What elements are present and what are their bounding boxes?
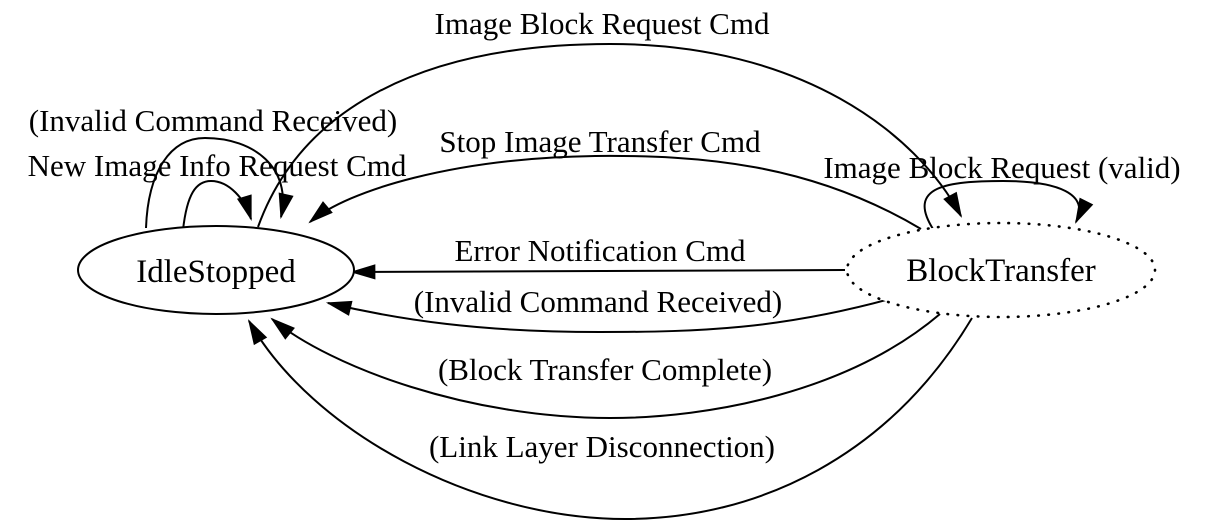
edge-error-notification-cmd: Error Notification Cmd <box>349 233 846 280</box>
edge-error-notification-cmd-path <box>349 264 846 280</box>
edge-label-image-block-request-cmd: Image Block Request Cmd <box>435 6 770 41</box>
state-blocktransfer-label: BlockTransfer <box>906 253 1095 289</box>
edge-label-invalid-command-received-self: (Invalid Command Received) <box>29 103 397 138</box>
state-idlestopped: IdleStopped <box>77 225 355 315</box>
edge-stop-image-transfer-cmd: Stop Image Transfer Cmd <box>308 124 922 230</box>
edge-image-block-request-cmd-path <box>257 42 963 228</box>
edge-stop-image-transfer-cmd-path <box>308 154 922 230</box>
edge-label-invalid-command-received-2: (Invalid Command Received) <box>414 284 782 319</box>
edge-block-transfer-complete-path <box>270 313 941 420</box>
edge-new-image-info-request-cmd: New Image Info Request Cmd <box>28 148 407 231</box>
state-blocktransfer-ellipse <box>845 221 1157 319</box>
edge-label-image-block-request-valid: Image Block Request (valid) <box>823 150 1180 185</box>
edge-image-block-request-cmd: Image Block Request Cmd <box>257 6 963 228</box>
edge-image-block-request-valid-path <box>923 179 1094 230</box>
state-idlestopped-ellipse <box>77 225 355 315</box>
edge-block-transfer-complete: (Block Transfer Complete) <box>270 313 941 420</box>
edge-new-image-info-request-cmd-path <box>182 179 252 231</box>
edge-label-link-layer-disconnection: (Link Layer Disconnection) <box>429 429 775 464</box>
edge-invalid-command-received-self-path <box>145 136 294 229</box>
edge-image-block-request-valid: Image Block Request (valid) <box>823 150 1181 230</box>
edge-label-block-transfer-complete: (Block Transfer Complete) <box>438 352 772 387</box>
edge-label-stop-image-transfer-cmd: Stop Image Transfer Cmd <box>439 124 761 159</box>
state-idlestopped-label: IdleStopped <box>136 254 296 290</box>
edge-link-layer-disconnection-path <box>247 317 973 521</box>
state-blocktransfer: BlockTransfer <box>845 221 1157 319</box>
edge-invalid-command-received-2: (Invalid Command Received) <box>325 284 891 334</box>
edge-invalid-command-received-2-path <box>325 298 891 334</box>
edge-invalid-command-received-self: (Invalid Command Received) <box>29 103 397 229</box>
edge-link-layer-disconnection: (Link Layer Disconnection) <box>247 317 973 521</box>
edge-label-error-notification-cmd: Error Notification Cmd <box>455 233 746 268</box>
edge-label-new-image-info-request-cmd: New Image Info Request Cmd <box>28 148 407 183</box>
